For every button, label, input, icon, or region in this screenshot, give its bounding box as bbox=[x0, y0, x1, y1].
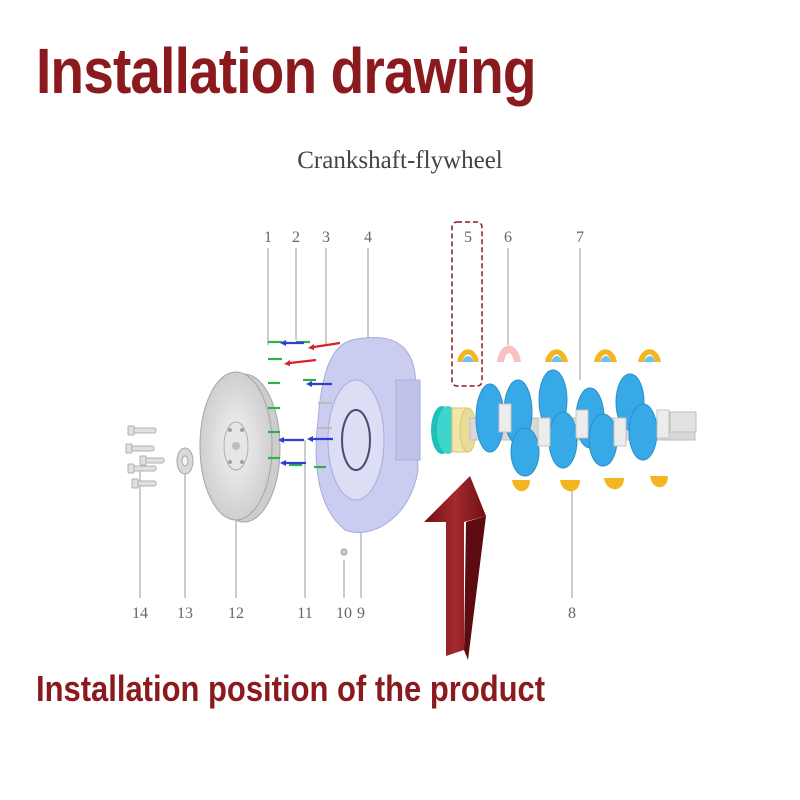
part-number-2: 2 bbox=[292, 229, 300, 246]
flywheel-housing-part-4 bbox=[315, 337, 421, 533]
diagram-subtitle: Crankshaft-flywheel bbox=[297, 147, 503, 174]
installation-caption: Installation position of the product bbox=[36, 668, 546, 709]
part-number-12: 12 bbox=[228, 605, 244, 622]
bolt-arrows bbox=[268, 340, 341, 469]
part-number-9: 9 bbox=[357, 605, 365, 622]
part-number-8: 8 bbox=[568, 605, 576, 622]
page-title: Installation drawing bbox=[36, 35, 536, 107]
upper-bearings bbox=[545, 349, 661, 362]
timing-gear bbox=[431, 406, 477, 454]
spacer-part-13 bbox=[176, 447, 194, 475]
leader-lines bbox=[139, 248, 581, 598]
part-number-5: 5 bbox=[464, 229, 472, 246]
part-number-10: 10 bbox=[336, 605, 352, 622]
flywheel-part-12 bbox=[199, 371, 281, 523]
thrust-washer-part-6 bbox=[497, 345, 521, 362]
part-number-4: 4 bbox=[364, 229, 372, 246]
lower-bearings-part-8 bbox=[512, 476, 668, 492]
upper-bearing-part-5 bbox=[457, 349, 479, 362]
highlight-box-part-5 bbox=[451, 221, 483, 387]
part-number-1: 1 bbox=[264, 229, 272, 246]
part-number-13: 13 bbox=[177, 605, 193, 622]
installation-position-arrow bbox=[424, 476, 486, 660]
part-number-3: 3 bbox=[322, 229, 330, 246]
crankshaft-part-7 bbox=[469, 369, 697, 477]
bolt-set-part-14 bbox=[125, 425, 165, 489]
part-number-6: 6 bbox=[504, 229, 512, 246]
part-number-11: 11 bbox=[297, 605, 312, 622]
part-number-7: 7 bbox=[576, 229, 584, 246]
part-number-14: 14 bbox=[132, 605, 148, 622]
pin-part-10 bbox=[340, 548, 348, 556]
